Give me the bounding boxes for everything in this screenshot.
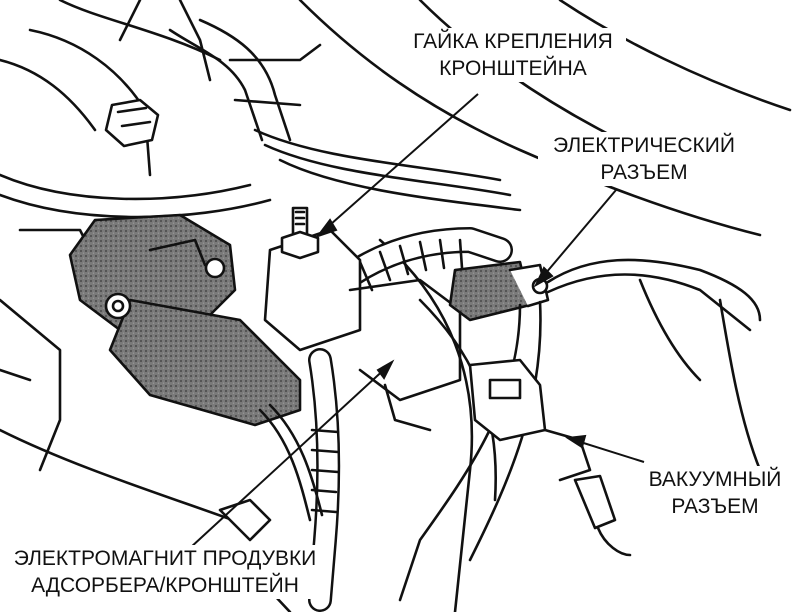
leader-electrical-arrow <box>533 266 554 288</box>
leader-solenoid <box>189 365 389 549</box>
connector-wires <box>398 258 762 602</box>
callout-bracket-nut-line1: ГАЙКА КРЕПЛЕНИЯ <box>413 30 613 53</box>
leader-vacuum <box>573 439 645 463</box>
leader-solenoid-arrow <box>376 359 395 380</box>
leader-nut-arrow <box>315 218 338 238</box>
leader-nut <box>321 93 479 233</box>
callout-electrical-connector-line1: ЭЛЕКТРИЧЕСКИЙ <box>553 134 735 157</box>
mounting-bracket <box>263 228 462 432</box>
bracket-nut <box>280 206 320 260</box>
callout-electrical-connector: ЭЛЕКТРИЧЕСКИЙ РАЗЪЕМ <box>538 132 750 186</box>
electrical-connector <box>448 260 550 322</box>
firewall-contours <box>298 0 792 612</box>
callout-purge-solenoid-line1: ЭЛЕКТРОМАГНИТ ПРОДУВКИ <box>13 547 317 570</box>
callout-vacuum-connector: ВАКУУМНЫЙ РАЗЪЕМ <box>634 466 796 520</box>
callout-purge-solenoid: ЭЛЕКТРОМАГНИТ ПРОДУВКИ АДСОРБЕРА/КРОНШТЕ… <box>2 545 328 599</box>
callout-vacuum-connector-line1: ВАКУУМНЫЙ <box>648 468 782 491</box>
leader-lines <box>189 93 645 549</box>
air-cleaner-housing <box>0 0 272 219</box>
callout-purge-solenoid-line2: АДСОРБЕРА/КРОНШТЕЙН <box>31 574 299 597</box>
callout-vacuum-connector-line2: РАЗЪЕМ <box>671 495 759 518</box>
leader-electrical <box>539 189 617 281</box>
callout-bracket-nut: ГАЙКА КРЕПЛЕНИЯ КРОНШТЕЙНА <box>400 28 626 82</box>
callout-electrical-connector-line2: РАЗЪЕМ <box>600 161 688 184</box>
housing-bolt <box>104 98 160 148</box>
callout-bracket-nut-line2: КРОНШТЕЙНА <box>439 57 587 80</box>
upper-wire-loom <box>168 18 522 212</box>
vacuum-fittings <box>468 358 632 557</box>
leader-vacuum-arrow <box>565 434 587 449</box>
purge-solenoid-body <box>68 213 302 427</box>
